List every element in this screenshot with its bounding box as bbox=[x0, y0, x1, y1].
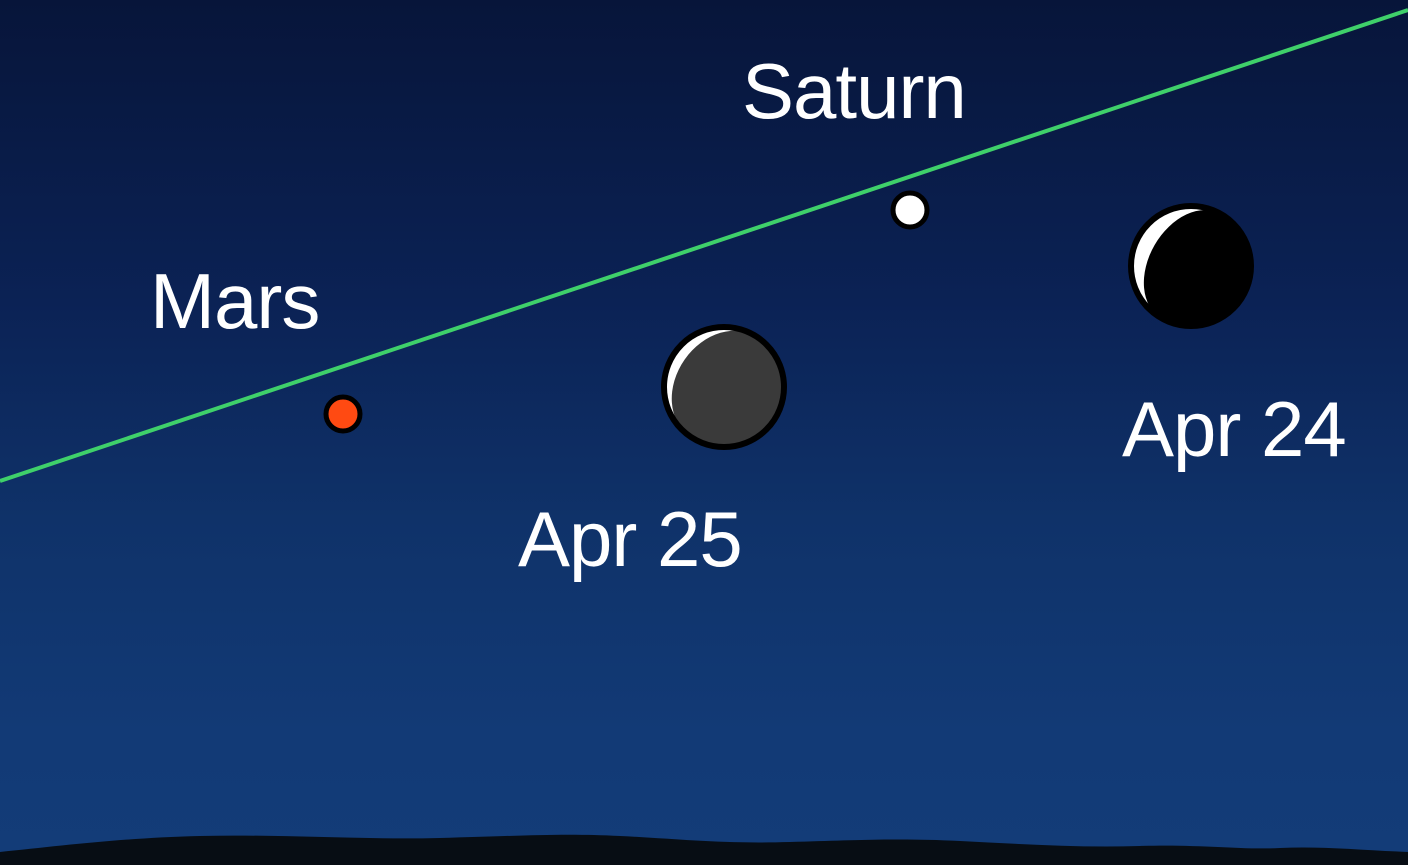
moon-apr25-label: Apr 25 bbox=[518, 495, 743, 583]
saturn-label: Saturn bbox=[742, 47, 967, 135]
horizon-silhouette bbox=[0, 834, 1408, 865]
mars-dot bbox=[323, 394, 363, 434]
ecliptic-line bbox=[0, 8, 1408, 483]
mars-label: Mars bbox=[150, 257, 320, 345]
moon-apr24 bbox=[1128, 203, 1254, 329]
moon-apr25 bbox=[661, 324, 787, 450]
moon-apr24-label: Apr 24 bbox=[1122, 385, 1347, 473]
saturn-dot bbox=[890, 190, 930, 230]
